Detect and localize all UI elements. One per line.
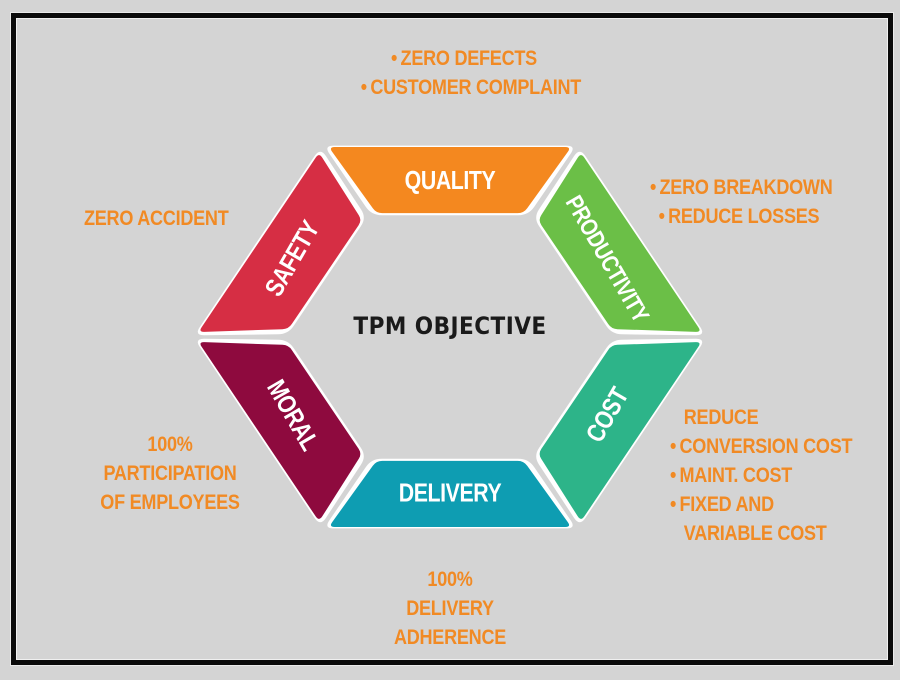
cost-note-continuation: VARIABLE COST bbox=[683, 522, 827, 545]
quality-note-line: ZERO DEFECTS bbox=[361, 44, 567, 73]
segment-label-quality: QUALITY bbox=[405, 166, 496, 196]
cost-note: REDUCE CONVERSION COST MAINT. COST FIXED… bbox=[670, 403, 853, 548]
moral-note-line: PARTICIPATION bbox=[103, 462, 237, 485]
segment-label-delivery: DELIVERY bbox=[399, 479, 502, 509]
segment-fill bbox=[539, 342, 700, 519]
segment-moral: MORAL bbox=[197, 338, 364, 523]
segment-fill bbox=[330, 460, 570, 527]
safety-note: ZERO ACCIDENT bbox=[84, 204, 229, 233]
segment-fill bbox=[539, 155, 700, 332]
delivery-note-line: 100% bbox=[427, 568, 473, 591]
moral-note-line: 100% bbox=[147, 433, 193, 456]
cost-note-line: FIXED AND bbox=[670, 490, 852, 519]
safety-note-line: ZERO ACCIDENT bbox=[84, 207, 229, 230]
moral-note: 100% PARTICIPATION OF EMPLOYEES bbox=[93, 430, 248, 517]
delivery-note-line: DELIVERY bbox=[406, 597, 494, 620]
delivery-note-line: ADHERENCE bbox=[393, 626, 507, 649]
productivity-note-line: REDUCE LOSSES bbox=[650, 202, 832, 231]
quality-note-line: CUSTOMER COMPLAINT bbox=[361, 73, 581, 102]
diagram-frame bbox=[11, 13, 893, 665]
cost-note-line: CONVERSION COST bbox=[670, 432, 853, 461]
segment-fill bbox=[200, 155, 361, 332]
moral-note-line: OF EMPLOYEES bbox=[100, 491, 240, 514]
segment-safety: SAFETY bbox=[197, 151, 364, 336]
segment-delivery: DELIVERY bbox=[327, 458, 573, 529]
cost-note-line: MAINT. COST bbox=[670, 461, 852, 490]
segment-fill bbox=[200, 342, 361, 519]
center-title: TPM OBJECTIVE bbox=[353, 312, 547, 340]
productivity-note-line: ZERO BREAKDOWN bbox=[650, 173, 833, 202]
segment-cost: COST bbox=[536, 338, 703, 523]
segment-quality: QUALITY bbox=[327, 145, 573, 216]
quality-note: ZERO DEFECTS CUSTOMER COMPLAINT bbox=[361, 44, 581, 102]
cost-note-heading: REDUCE bbox=[683, 406, 759, 429]
delivery-note: 100% DELIVERY ADHERENCE bbox=[364, 565, 536, 652]
productivity-note: ZERO BREAKDOWN REDUCE LOSSES bbox=[650, 173, 833, 231]
segment-fill bbox=[330, 147, 570, 214]
